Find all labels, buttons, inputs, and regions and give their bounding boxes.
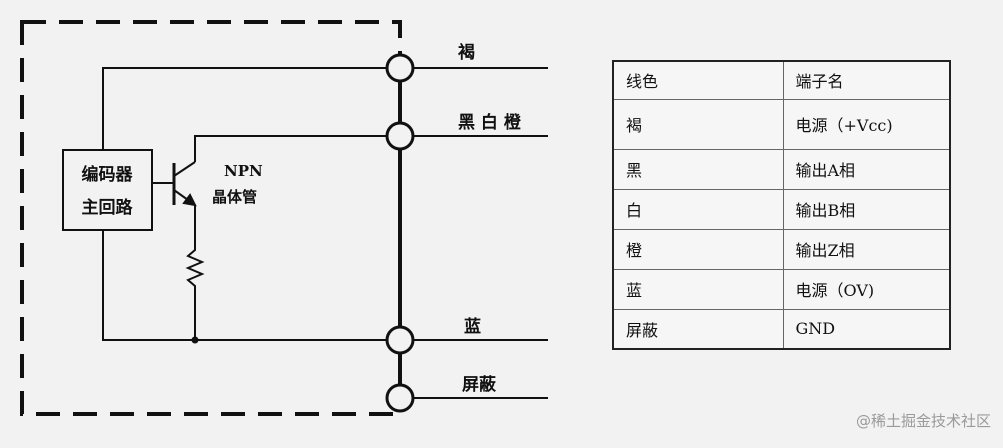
encoder-main-circuit-box <box>62 149 153 231</box>
terminal-brown <box>385 53 415 83</box>
table-cell-terminal: 输出B相 <box>782 188 951 230</box>
wire-color-table: 线色 端子名 褐 电源（+Vcc) 黑 输出A相 白 输出B相 橙 输出Z相 蓝… <box>612 60 951 350</box>
table-cell-terminal: 电源（+Vcc) <box>782 98 951 150</box>
wire-label-blue: 蓝 <box>464 317 481 337</box>
table-cell-color: 蓝 <box>612 268 784 310</box>
wire-label-signal: 黑 白 橙 <box>458 112 522 133</box>
wire-signal-internal <box>194 135 386 162</box>
watermark: @稀土掘金技术社区 <box>855 412 991 430</box>
table-cell-terminal: 输出Z相 <box>782 228 951 270</box>
box-label-line1: 编码器 <box>82 164 134 185</box>
header-wire-color: 线色 <box>612 60 784 100</box>
terminals <box>385 53 415 413</box>
table-header-row: 线色 端子名 <box>612 60 951 100</box>
wire-label-brown: 褐 <box>457 42 475 63</box>
transistor-label-line2: 晶体管 <box>212 188 257 206</box>
table-row: 屏蔽 GND <box>612 308 951 350</box>
table-row: 黑 输出A相 <box>612 148 951 190</box>
table-cell-terminal: GND <box>782 308 951 350</box>
table-cell-color: 白 <box>612 188 784 230</box>
wire-blue-internal <box>102 230 386 341</box>
table-row: 橙 输出Z相 <box>612 228 951 270</box>
table-cell-color: 黑 <box>612 148 784 190</box>
table-cell-terminal: 输出A相 <box>782 148 951 190</box>
wires <box>102 67 548 399</box>
table-cell-color: 褐 <box>612 98 784 150</box>
terminal-blue <box>385 325 415 355</box>
header-terminal-name: 端子名 <box>782 60 951 100</box>
table-cell-color: 橙 <box>612 228 784 270</box>
npn-transistor-icon <box>152 161 197 207</box>
terminal-signal <box>385 121 415 151</box>
table-cell-color: 屏蔽 <box>612 308 784 350</box>
junction-dot <box>191 336 199 344</box>
transistor-label-line1: NPN <box>224 162 263 180</box>
wire-brown-internal <box>102 67 386 150</box>
terminal-shield <box>385 383 415 413</box>
resistor <box>185 225 205 340</box>
table-row: 蓝 电源（OV) <box>612 268 951 310</box>
table-cell-terminal: 电源（OV) <box>782 268 951 310</box>
table-row: 白 输出B相 <box>612 188 951 230</box>
box-label-line2: 主回路 <box>82 197 134 218</box>
table-row: 褐 电源（+Vcc) <box>612 98 951 150</box>
wire-label-shield: 屏蔽 <box>462 374 497 395</box>
